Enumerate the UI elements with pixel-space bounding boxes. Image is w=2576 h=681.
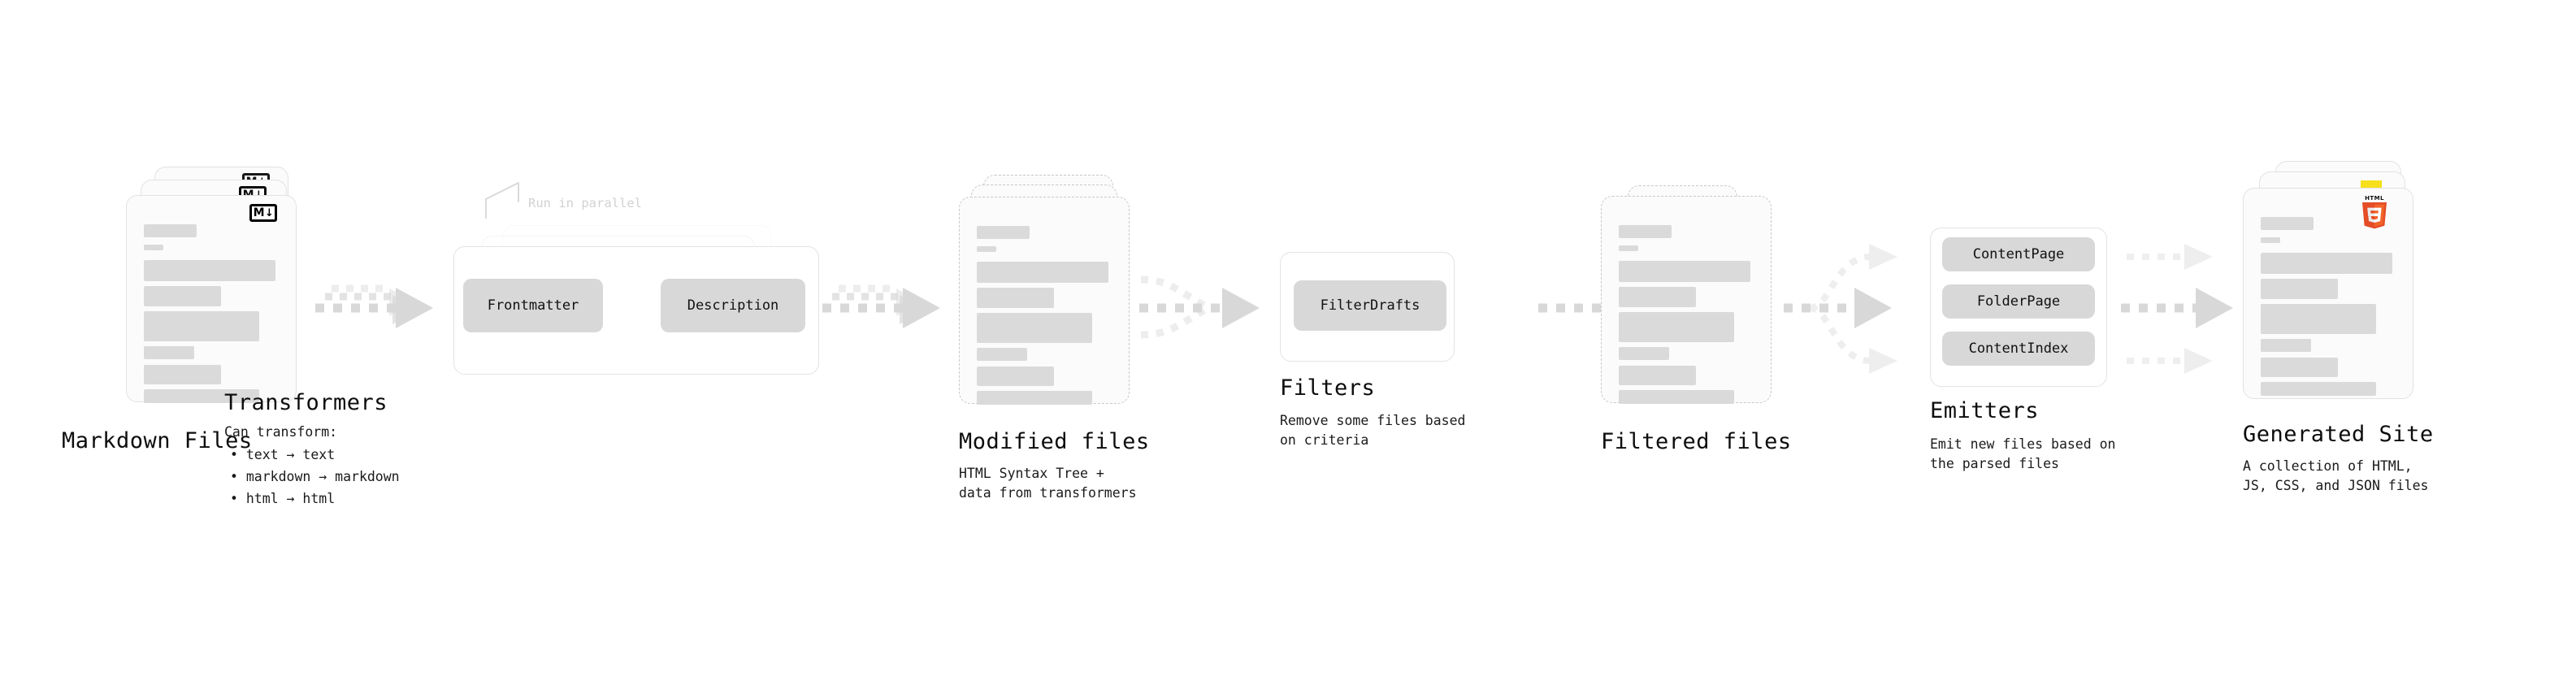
doc-text-bar-2 <box>144 286 221 306</box>
doc-text-bar-6 <box>1619 390 1734 404</box>
markdown-icon-front: M↓ <box>249 204 277 222</box>
filters-chip-filterdrafts-label: FilterDrafts <box>1320 297 1420 314</box>
connector-transformers-to-modified <box>822 284 940 328</box>
doc-text-bar-3 <box>2261 304 2376 334</box>
doc-subtitle-bar <box>977 246 996 252</box>
generated-file-card-front[interactable] <box>2243 188 2413 399</box>
emitters-chip-folderpage[interactable]: FolderPage <box>1942 284 2095 319</box>
emitters-chip-contentindex-label: ContentIndex <box>1968 340 2069 357</box>
doc-text-bar-1 <box>1619 261 1750 282</box>
doc-text-bar-6 <box>977 391 1092 405</box>
html5-icon: HTML <box>2361 195 2388 229</box>
doc-text-bar-5 <box>977 367 1054 386</box>
transformers-bullet-1: • text → text <box>230 447 336 462</box>
doc-text-bar-4 <box>977 348 1027 361</box>
doc-text-bar-5 <box>2261 358 2338 377</box>
emitters-title: Emitters <box>1930 398 2040 423</box>
doc-text-bar-4 <box>1619 347 1669 360</box>
transformer-chip-description-label: Description <box>687 297 779 314</box>
transformer-chip-description[interactable]: Description <box>661 279 805 332</box>
doc-heading-bar <box>2261 217 2314 230</box>
doc-text-bar-1 <box>144 260 275 281</box>
doc-heading-bar <box>977 226 1030 239</box>
emitters-chip-contentpage-label: ContentPage <box>1972 246 2065 262</box>
doc-heading-bar <box>144 224 197 237</box>
filtered-file-card-front[interactable] <box>1601 196 1772 404</box>
connector-emitters-to-site <box>2121 244 2233 374</box>
markdown-files-title: Markdown Files <box>62 428 253 453</box>
filters-title: Filters <box>1280 375 1376 401</box>
transformer-chip-frontmatter[interactable]: Frontmatter <box>463 279 603 332</box>
doc-subtitle-bar <box>144 245 163 250</box>
doc-subtitle-bar <box>2261 237 2280 243</box>
filtered-files-title: Filtered files <box>1601 429 1792 454</box>
html5-icon-label: HTML <box>2365 195 2384 202</box>
filters-chip-filterdrafts[interactable]: FilterDrafts <box>1294 280 1446 331</box>
doc-text-bar-1 <box>2261 253 2392 274</box>
doc-text-bar-2 <box>1619 287 1696 307</box>
modified-file-card-front[interactable] <box>959 197 1130 405</box>
transformers-description: Can transform: <box>224 424 338 440</box>
doc-text-bar-2 <box>977 288 1054 308</box>
run-in-parallel-label: Run in parallel <box>528 196 642 210</box>
connector-modified-to-filters <box>1139 275 1260 339</box>
doc-text-bar-3 <box>977 313 1092 343</box>
markdown-file-card-front[interactable] <box>126 195 297 403</box>
modified-files-title: Modified files <box>959 429 1150 454</box>
doc-text-bar-3 <box>1619 312 1734 342</box>
doc-text-bar-6 <box>2261 382 2376 396</box>
doc-text-bar-6 <box>144 389 259 403</box>
emitters-chip-folderpage-label: FolderPage <box>1976 293 2061 310</box>
doc-heading-bar <box>1619 225 1672 238</box>
modified-files-stack[interactable] <box>959 175 1154 414</box>
doc-text-bar-5 <box>1619 366 1696 385</box>
doc-text-bar-4 <box>144 346 194 359</box>
doc-text-bar-3 <box>144 311 259 341</box>
generated-site-stack[interactable]: CSS HTML <box>2243 161 2446 413</box>
generated-site-title: Generated Site <box>2243 422 2434 447</box>
markdown-files-stack[interactable]: M↓ M↓ M↓ <box>126 167 313 410</box>
connector-md-to-transformers <box>315 284 433 328</box>
doc-text-bar-5 <box>144 365 221 384</box>
transformers-title: Transformers <box>224 390 388 415</box>
run-in-parallel-bracket <box>485 182 519 219</box>
transformers-bullet-3: • html → html <box>230 491 336 506</box>
transformers-bullet-2: • markdown → markdown <box>230 469 400 484</box>
emitters-description: Emit new files based on the parsed files <box>1930 436 2116 471</box>
modified-files-description: HTML Syntax Tree + data from transformer… <box>959 466 1137 501</box>
doc-text-bar-4 <box>2261 339 2311 352</box>
doc-text-bar-2 <box>2261 279 2338 299</box>
emitters-chip-contentpage[interactable]: ContentPage <box>1942 237 2095 271</box>
filtered-files-stack[interactable] <box>1601 185 1796 425</box>
doc-subtitle-bar <box>1619 245 1638 251</box>
doc-text-bar-1 <box>977 262 1108 283</box>
generated-site-description: A collection of HTML, JS, CSS, and JSON … <box>2243 458 2429 493</box>
filters-description: Remove some files based on criteria <box>1280 413 1466 448</box>
emitters-chip-contentindex[interactable]: ContentIndex <box>1942 332 2095 366</box>
transformer-chip-frontmatter-label: Frontmatter <box>487 297 579 314</box>
connector-filtered-to-emitters <box>1784 244 1897 374</box>
